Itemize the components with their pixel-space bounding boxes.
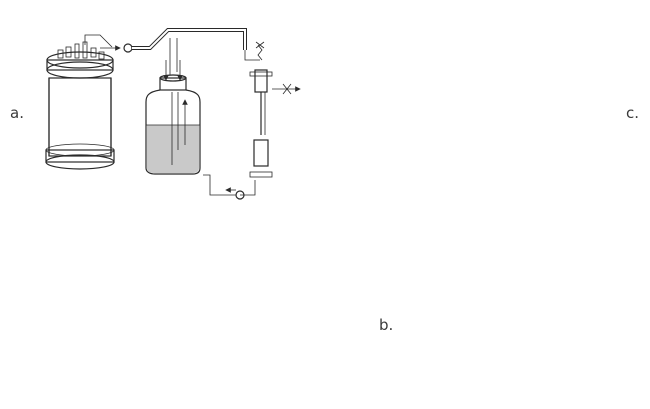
label-b: b.: [379, 316, 394, 334]
panel-a: [45, 28, 301, 200]
label-a: a.: [10, 104, 24, 122]
valve-icon: [255, 41, 265, 49]
sampling-column: [203, 41, 301, 200]
small-reactor: [45, 41, 115, 170]
label-c: c.: [626, 104, 640, 122]
tubing-a: [84, 28, 247, 81]
pump-icon: [123, 43, 133, 53]
lid-ports: [57, 41, 105, 60]
media-bottle: [145, 74, 201, 175]
outlet-valve-icon: [282, 83, 292, 95]
